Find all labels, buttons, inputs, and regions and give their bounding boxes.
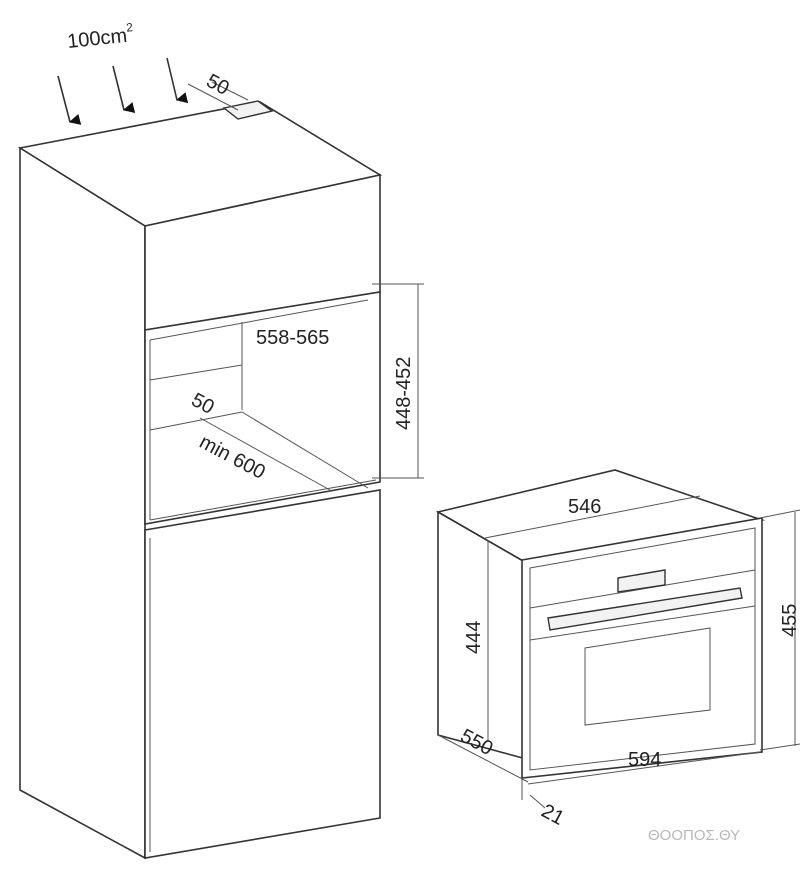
- cabinet-side-panel: [19, 146, 146, 860]
- niche-height-value: 448-452: [393, 357, 415, 430]
- oven-front-panel: [521, 517, 763, 779]
- oven-handle: [547, 587, 743, 631]
- rear-vent-slot: [222, 100, 274, 120]
- airflow-arrow-icon: [112, 65, 136, 113]
- oven-front-height-value: 455: [779, 604, 801, 637]
- airflow-arrow-icon: [166, 57, 189, 104]
- oven-body-height-value: 444: [463, 621, 485, 654]
- oven-body-width-value: 546: [568, 496, 601, 518]
- airflow-arrows: [57, 57, 189, 125]
- ventilation-area-label: 100cm2: [66, 20, 135, 53]
- oven-dimensions: 546 444 455 550 594 21: [437, 495, 801, 830]
- oven-front-thickness-value: 21: [538, 800, 568, 830]
- tall-cabinet: [17, 100, 383, 860]
- built-in-oven: [435, 469, 766, 779]
- lower-front-panel: [144, 489, 381, 859]
- oven-door-window: [584, 627, 711, 726]
- vent-gap-value: 50: [203, 70, 233, 100]
- oven-display: [617, 569, 666, 593]
- niche-width-value: 558-565: [256, 327, 329, 349]
- airflow-arrow-icon: [57, 75, 82, 125]
- oven-niche: [144, 291, 381, 525]
- watermark: ΘΟΟΠΟΣ.ΘΥ: [648, 827, 740, 844]
- oven-front-border: [529, 527, 756, 771]
- oven-front-width-value: 594: [628, 749, 661, 771]
